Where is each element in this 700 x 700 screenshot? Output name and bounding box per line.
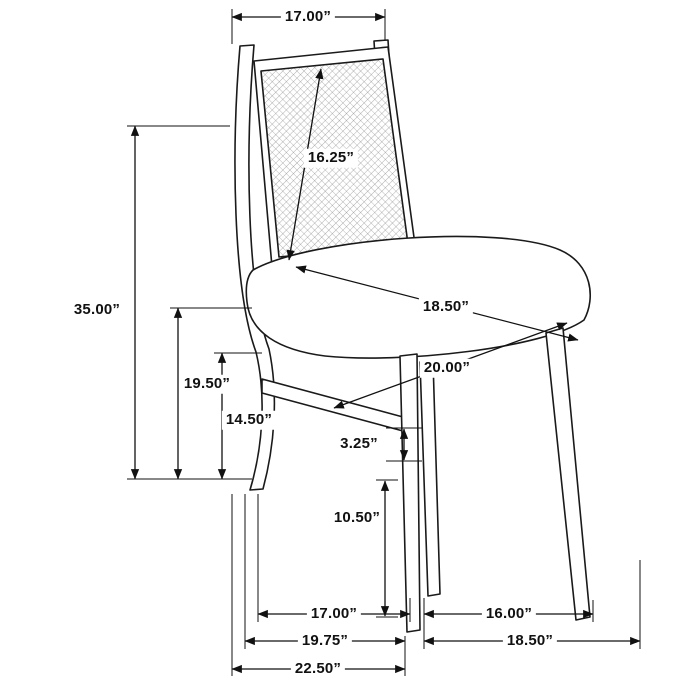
dim-label-seat-back-height: 14.50” bbox=[221, 410, 277, 430]
dim-label-seat-width-diagonal: 20.00” bbox=[419, 358, 475, 378]
front-left-leg bbox=[399, 353, 421, 633]
dim-label-overall-depth: 22.50” bbox=[290, 659, 346, 679]
dim-label-floor-leg-depth: 17.00” bbox=[306, 604, 362, 624]
dim-label-back-post-height: 19.50” bbox=[179, 374, 235, 394]
dim-label-overall-height: 35.00” bbox=[69, 300, 125, 320]
dim-label-frame-thickness: 3.25” bbox=[336, 434, 382, 454]
dim-label-base-depth: 19.75” bbox=[297, 631, 353, 651]
dim-label-leg-height: 10.50” bbox=[329, 508, 385, 528]
dim-label-base-width: 18.50” bbox=[502, 631, 558, 651]
chair-illustration bbox=[234, 39, 591, 633]
side-stretcher bbox=[261, 378, 404, 432]
back-left-stile-leg bbox=[234, 44, 276, 491]
dim-label-front-leg-width: 16.00” bbox=[481, 604, 537, 624]
front-right-leg bbox=[545, 327, 591, 621]
back-right-leg bbox=[419, 359, 441, 597]
dim-label-backrest-diagonal: 16.25” bbox=[303, 148, 359, 168]
dim-label-seat-depth-diagonal: 18.50” bbox=[418, 297, 474, 317]
dim-label-back-top-width: 17.00” bbox=[280, 7, 336, 27]
